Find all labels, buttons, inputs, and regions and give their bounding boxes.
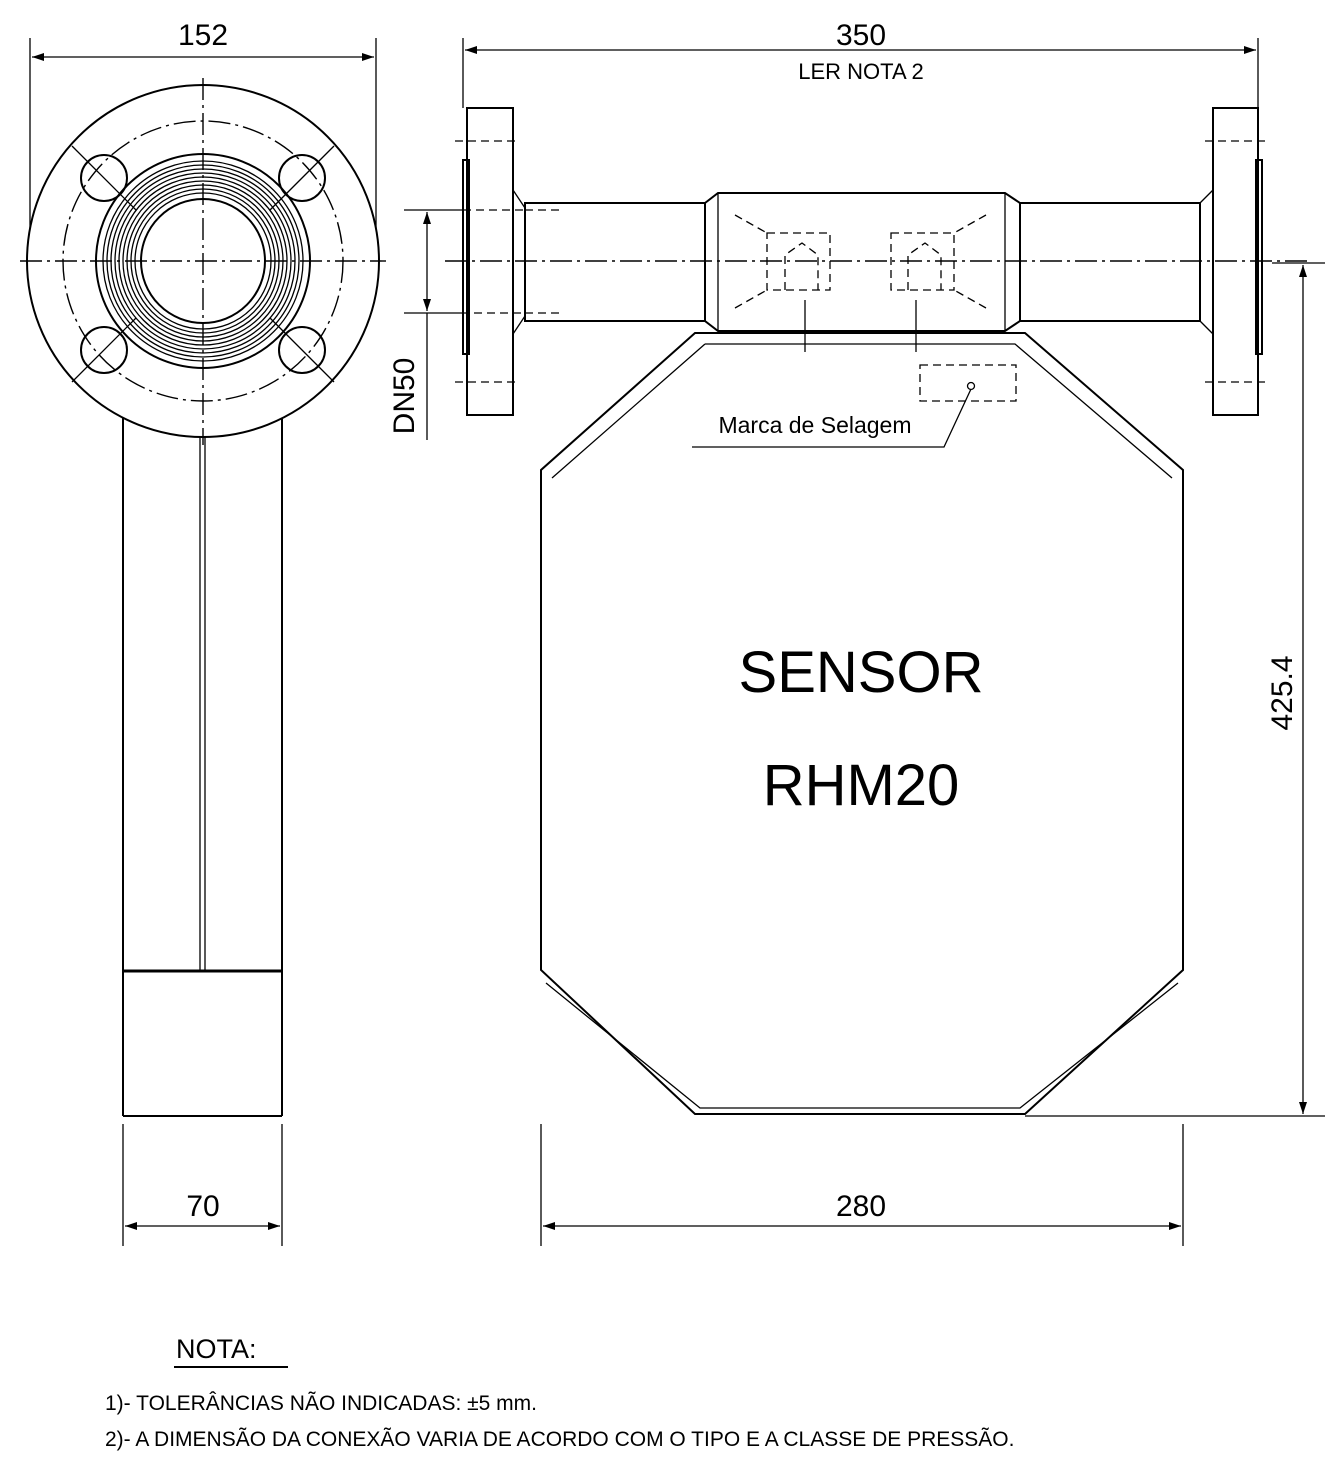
- note-2: 2)- A DIMENSÃO DA CONEXÃO VARIA DE ACORD…: [105, 1427, 1014, 1451]
- note-1: 1)- TOLERÂNCIAS NÃO INDICADAS: ±5 mm.: [105, 1391, 537, 1415]
- model-label: RHM20: [763, 753, 960, 818]
- seal-mark-label: Marca de Selagem: [718, 412, 911, 438]
- right-pipe: [1019, 202, 1201, 322]
- length-note: LER NOTA 2: [798, 59, 924, 84]
- dim-350: 350: [836, 19, 886, 52]
- dim-425-4: 425.4: [1266, 655, 1299, 730]
- sensor-label: SENSOR: [739, 640, 984, 705]
- end-view: [20, 38, 386, 1246]
- front-view: [404, 38, 1325, 1246]
- seal-mark-leader: [692, 388, 972, 448]
- sensor-housing: [540, 332, 1184, 1115]
- notes-heading: NOTA:: [176, 1334, 257, 1364]
- left-pipe: [524, 202, 706, 322]
- manifold: [704, 192, 1021, 332]
- dim-152: 152: [178, 19, 228, 52]
- notes-block: NOTA: 1)- TOLERÂNCIAS NÃO INDICADAS: ±5 …: [105, 1334, 1014, 1451]
- dim-280: 280: [836, 1190, 886, 1223]
- dim-70: 70: [186, 1190, 219, 1223]
- bolt-holes: [71, 145, 335, 383]
- dim-dn50: DN50: [388, 358, 421, 435]
